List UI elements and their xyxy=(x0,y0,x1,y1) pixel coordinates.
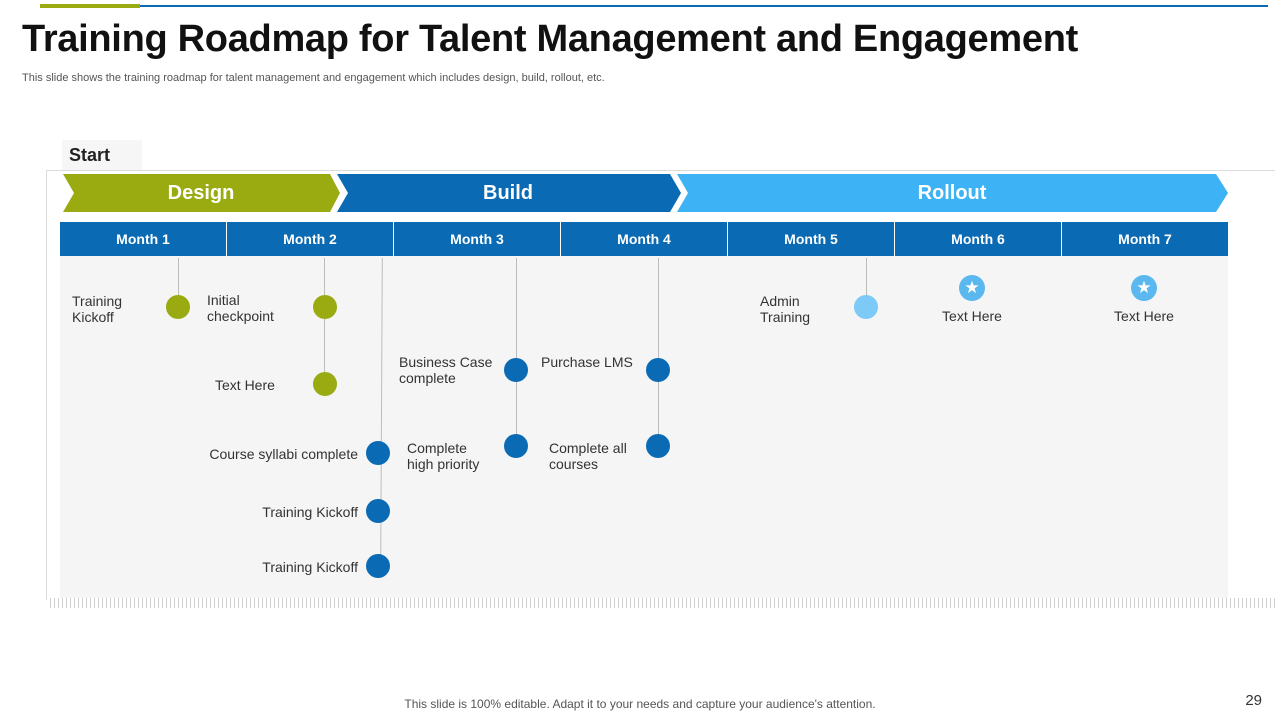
month-header-row: Month 1 Month 2 Month 3 Month 4 Month 5 … xyxy=(60,222,1228,256)
connector-line xyxy=(516,258,517,446)
connector-line xyxy=(324,258,325,384)
phase-chevron-design xyxy=(63,174,340,212)
month-header-4: Month 4 xyxy=(560,222,727,256)
start-label: Start xyxy=(62,140,142,170)
milestone-label-training-kickoff-3: Training Kickoff xyxy=(262,559,358,575)
page-subtitle: This slide shows the training roadmap fo… xyxy=(22,72,605,84)
milestone-label-text-here-6: Text Here xyxy=(942,308,1002,324)
page-title: Training Roadmap for Talent Management a… xyxy=(22,18,1078,60)
month-header-3: Month 3 xyxy=(393,222,560,256)
milestone-dot xyxy=(646,358,670,382)
phase-chevrons xyxy=(63,174,1228,212)
milestone-dot xyxy=(646,434,670,458)
frame-top-border xyxy=(47,170,1275,171)
milestone-label-course-syllabi: Course syllabi complete xyxy=(209,446,358,462)
milestone-dot xyxy=(166,295,190,319)
connector-line xyxy=(658,258,659,446)
frame-left-border xyxy=(46,170,47,600)
month-header-5: Month 5 xyxy=(727,222,894,256)
bottom-hatch-decoration xyxy=(50,598,1275,608)
milestone-dot xyxy=(366,499,390,523)
milestone-label-purchase-lms: Purchase LMS xyxy=(541,354,633,370)
phase-label-design: Design xyxy=(167,182,235,204)
phase-label-build: Build xyxy=(483,182,533,204)
milestone-dot xyxy=(366,554,390,578)
milestone-label-complete-all-courses: Complete all courses xyxy=(549,440,627,472)
milestone-dot xyxy=(313,295,337,319)
milestone-label-training-kickoff: Training Kickoff xyxy=(72,293,123,325)
milestone-label-text-here-7: Text Here xyxy=(1114,308,1174,324)
month-header-6: Month 6 xyxy=(894,222,1061,256)
milestone-label-text-here: Text Here xyxy=(215,377,275,393)
month-header-7: Month 7 xyxy=(1061,222,1228,256)
timeline-panel xyxy=(60,256,1228,598)
phase-chevron-build xyxy=(337,174,681,212)
page-number: 29 xyxy=(1245,692,1262,709)
milestone-dot xyxy=(504,358,528,382)
milestone-dot xyxy=(854,295,878,319)
star-icon: ★ xyxy=(1131,275,1157,301)
star-icon: ★ xyxy=(959,275,985,301)
month-header-2: Month 2 xyxy=(226,222,393,256)
milestone-label-initial-checkpoint: Initial checkpoint xyxy=(207,292,274,324)
title-accent-green xyxy=(40,4,140,8)
milestone-dot xyxy=(504,434,528,458)
connector-line xyxy=(866,258,867,296)
milestone-label-complete-high-priority: Complete high priority xyxy=(407,440,480,472)
connector-line xyxy=(178,258,179,296)
footer-note: This slide is 100% editable. Adapt it to… xyxy=(404,697,876,711)
phase-label-rollout: Rollout xyxy=(917,182,987,204)
milestone-dot xyxy=(313,372,337,396)
milestone-dot xyxy=(366,441,390,465)
milestone-label-admin-training: Admin Training xyxy=(760,293,811,325)
milestone-label-training-kickoff-2: Training Kickoff xyxy=(262,504,358,520)
phase-chevron-rollout xyxy=(677,174,1228,212)
month-header-1: Month 1 xyxy=(116,231,170,247)
milestone-label-business-case: Business Case complete xyxy=(399,354,493,386)
title-accent-blue xyxy=(140,5,1268,7)
